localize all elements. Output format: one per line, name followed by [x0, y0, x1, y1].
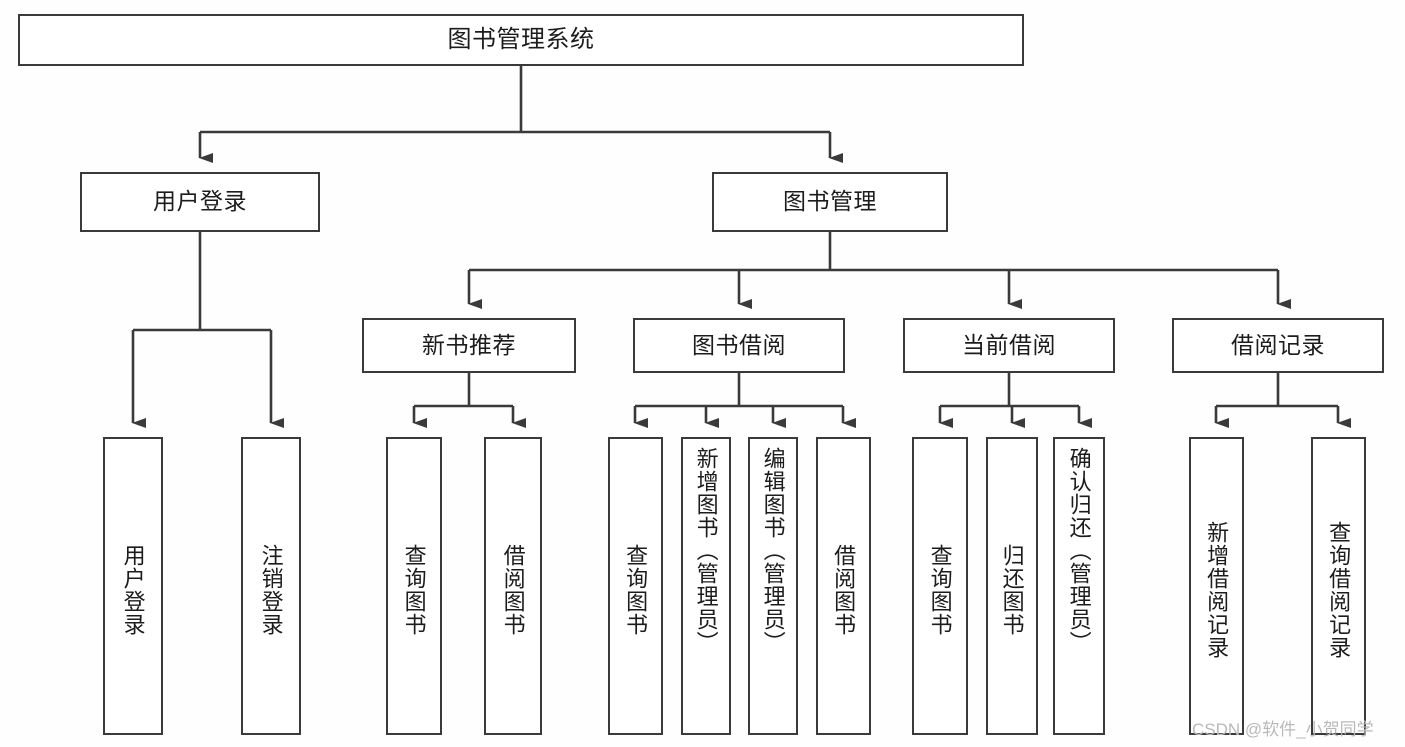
- node-borrow-record[interactable]: 借阅记录: [1172, 318, 1384, 373]
- node-label: 新书推荐: [422, 331, 516, 358]
- node-label: 借阅记录: [1231, 331, 1325, 358]
- node-label: 用户登录: [153, 188, 247, 215]
- node-label: 注销登录: [258, 544, 284, 636]
- node-leaf-query-borrow-record[interactable]: 查询借阅记录: [1311, 437, 1366, 735]
- node-label: 查询图书: [401, 544, 427, 636]
- node-label: 确认归还（管理员）: [1066, 447, 1092, 654]
- node-label: 图书管理: [783, 188, 877, 215]
- node-leaf-return-book[interactable]: 归还图书: [986, 437, 1038, 735]
- node-label: 新增图书（管理员）: [693, 447, 719, 654]
- node-leaf-borrow-book-borrow[interactable]: 借阅图书: [816, 437, 871, 735]
- node-leaf-user-login[interactable]: 用户登录: [103, 437, 163, 735]
- node-label: 编辑图书（管理员）: [760, 447, 786, 654]
- node-leaf-confirm-return-admin[interactable]: 确认归还（管理员）: [1053, 437, 1105, 735]
- node-leaf-query-book-recommend[interactable]: 查询图书: [386, 437, 442, 735]
- node-label: 图书借阅: [692, 331, 786, 358]
- node-label: 借阅图书: [831, 544, 857, 636]
- node-book-manage[interactable]: 图书管理: [712, 172, 948, 232]
- node-label: 归还图书: [999, 544, 1025, 636]
- watermark-text: CSDN @软件_小贺同学: [1192, 720, 1374, 739]
- csdn-watermark: CSDN @软件_小贺同学: [1192, 715, 1374, 740]
- node-label: 查询借阅记录: [1326, 521, 1352, 659]
- node-label: 当前借阅: [962, 331, 1056, 358]
- node-current-borrow[interactable]: 当前借阅: [903, 318, 1115, 373]
- node-leaf-logout[interactable]: 注销登录: [241, 437, 301, 735]
- node-label: 用户登录: [120, 544, 146, 636]
- node-book-borrow[interactable]: 图书借阅: [633, 318, 845, 373]
- node-leaf-query-book-borrow[interactable]: 查询图书: [608, 437, 663, 735]
- node-leaf-add-book-admin[interactable]: 新增图书（管理员）: [681, 437, 731, 735]
- node-leaf-edit-book-admin[interactable]: 编辑图书（管理员）: [748, 437, 798, 735]
- node-label: 新增借阅记录: [1204, 521, 1230, 659]
- node-leaf-add-borrow-record[interactable]: 新增借阅记录: [1189, 437, 1244, 735]
- node-leaf-query-book-current[interactable]: 查询图书: [912, 437, 968, 735]
- node-label: 图书管理系统: [447, 25, 595, 53]
- node-user-login[interactable]: 用户登录: [80, 172, 320, 232]
- node-label: 查询图书: [927, 544, 953, 636]
- node-new-book-recommend[interactable]: 新书推荐: [362, 318, 576, 373]
- node-leaf-borrow-book-recommend[interactable]: 借阅图书: [484, 437, 542, 735]
- node-root-system[interactable]: 图书管理系统: [18, 14, 1024, 66]
- node-label: 查询图书: [623, 544, 649, 636]
- node-label: 借阅图书: [500, 544, 526, 636]
